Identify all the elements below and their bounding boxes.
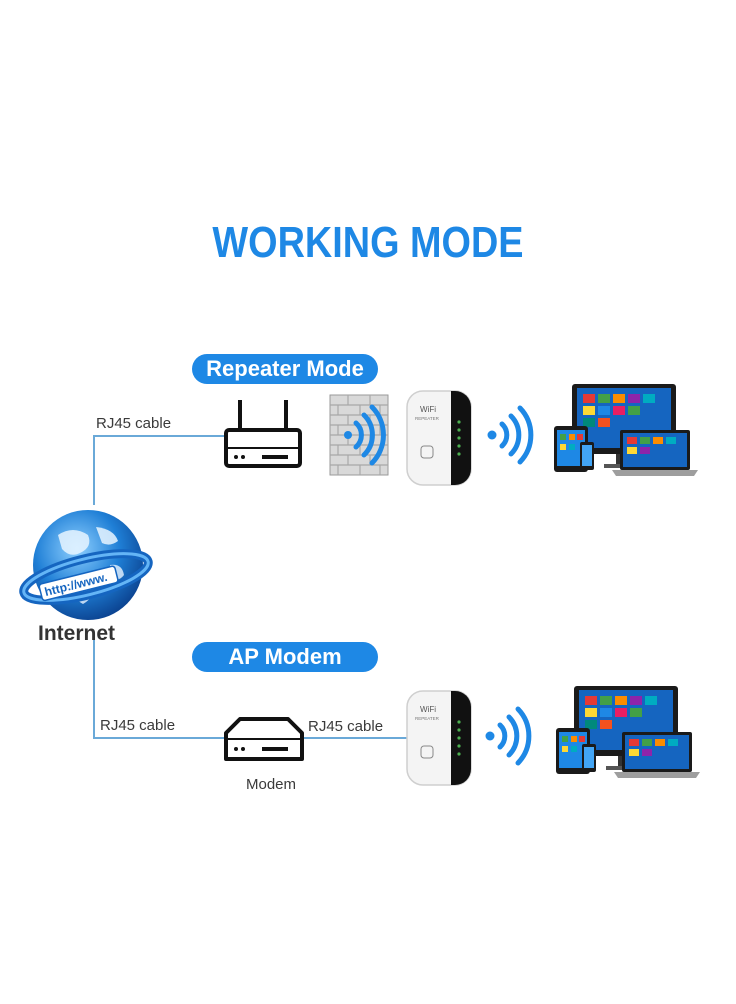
rj45-cable-label-bottom-left: RJ45 cable xyxy=(100,717,176,734)
svg-text:WiFi: WiFi xyxy=(420,405,436,414)
repeater-device-icon: WiFi REPEATER xyxy=(406,390,472,486)
svg-text:REPEATER: REPEATER xyxy=(415,416,440,421)
wifi-signal-icon xyxy=(487,405,534,465)
repeater-mode-label: Repeater Mode xyxy=(192,354,378,384)
modem-label: Modem xyxy=(246,776,297,793)
modem-icon xyxy=(224,717,304,761)
svg-text:WiFi: WiFi xyxy=(420,705,436,714)
rj45-cable-label-bottom-right: RJ45 cable xyxy=(308,718,384,735)
top-cable-line xyxy=(93,435,230,505)
wifi-signal-icon xyxy=(485,706,532,766)
rj45-cable-label-top: RJ45 cable xyxy=(96,415,172,432)
bottom-cable-line xyxy=(93,640,230,739)
devices-icon xyxy=(556,686,700,778)
internet-label: Internet xyxy=(38,622,116,645)
wall-icon xyxy=(329,394,389,476)
svg-text:REPEATER: REPEATER xyxy=(415,716,440,721)
ap-modem-label: AP Modem xyxy=(192,642,378,672)
repeater-device-icon: WiFi REPEATER xyxy=(406,690,472,786)
wifi-signal-icon xyxy=(344,404,386,466)
router-icon xyxy=(224,400,302,468)
globe-icon: http://www. xyxy=(19,510,153,620)
devices-icon xyxy=(554,384,698,476)
page-title: WORKING MODE xyxy=(212,218,524,267)
